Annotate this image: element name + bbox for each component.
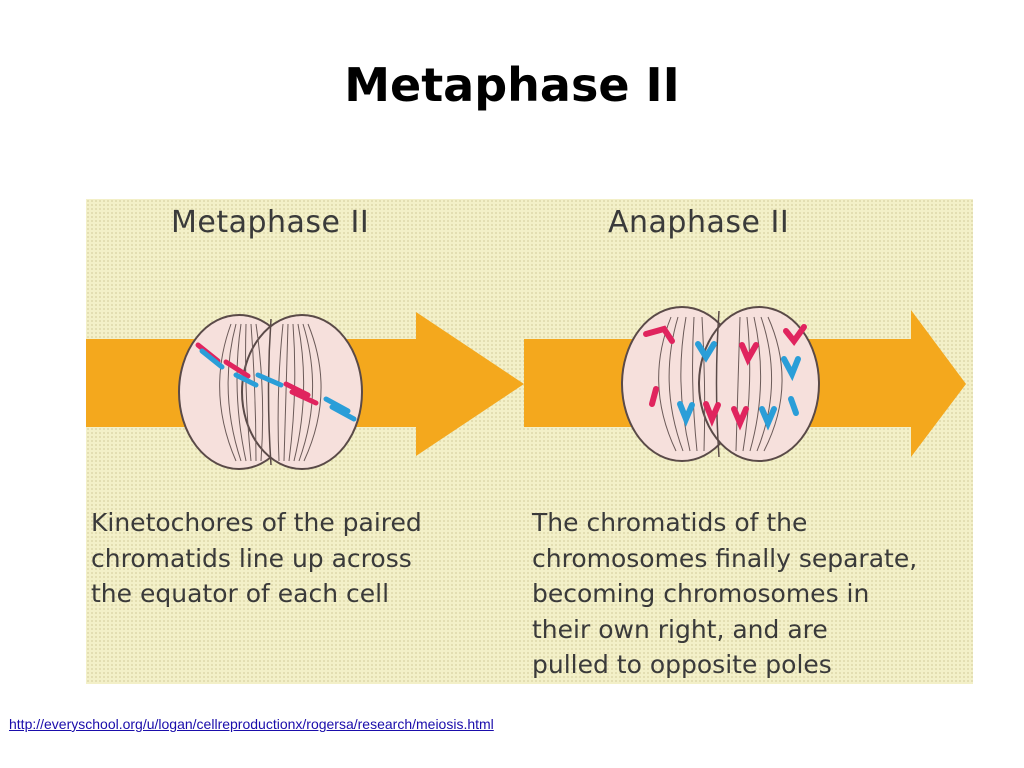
source-link[interactable]: http://everyschool.org/u/logan/cellrepro… (9, 716, 494, 732)
metaphase-cell (178, 314, 363, 470)
slide-title: Metaphase II (344, 58, 680, 112)
metaphase-chromosomes (195, 342, 357, 422)
metaphase-ii-panel-title: Metaphase II (171, 205, 370, 240)
anaphase-chromosomes (643, 324, 807, 431)
anaphase-ii-panel-title: Anaphase II (608, 205, 790, 240)
meiosis-figure: Metaphase II Anaphase II Kinetochores of… (86, 199, 973, 684)
metaphase-ii-caption: Kinetochores of the paired chromatids li… (91, 508, 422, 608)
anaphase-ii-caption: The chromatids of the chromosomes finall… (532, 508, 918, 679)
figure-illustration (86, 306, 966, 470)
